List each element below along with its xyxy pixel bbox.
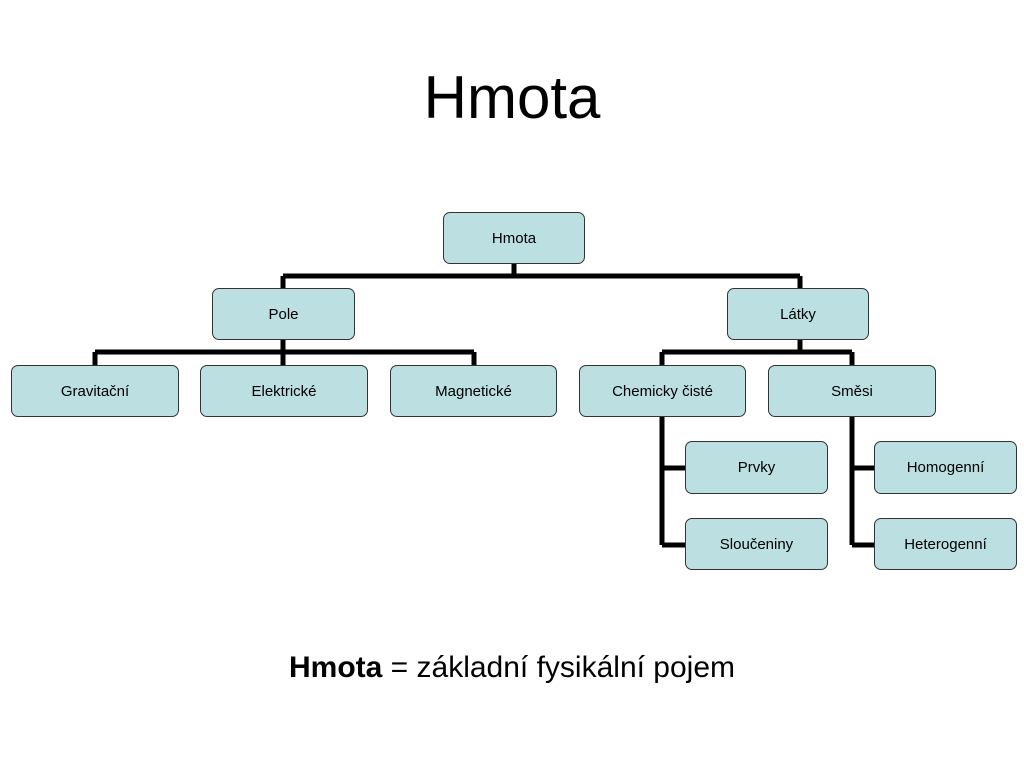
definition-caption: Hmota = základní fysikální pojem (0, 648, 1024, 688)
node-chemicky-ciste: Chemicky čisté (579, 365, 746, 417)
node-magneticke: Magnetické (390, 365, 557, 417)
node-smesi: Směsi (768, 365, 936, 417)
slide-title: Hmota (423, 64, 601, 131)
caption-term: Hmota (288, 651, 383, 684)
node-hmota: Hmota (443, 212, 585, 264)
node-pole: Pole (212, 288, 355, 340)
node-gravitacni: Gravitační (11, 365, 179, 417)
caption-definition: = základní fysikální pojem (382, 651, 736, 684)
node-heterogenni: Heterogenní (874, 518, 1017, 570)
node-latky: Látky (727, 288, 869, 340)
node-homogenni: Homogenní (874, 441, 1017, 494)
node-slouceniny: Sloučeniny (685, 518, 828, 570)
node-prvky: Prvky (685, 441, 828, 494)
node-elektricke: Elektrické (200, 365, 368, 417)
